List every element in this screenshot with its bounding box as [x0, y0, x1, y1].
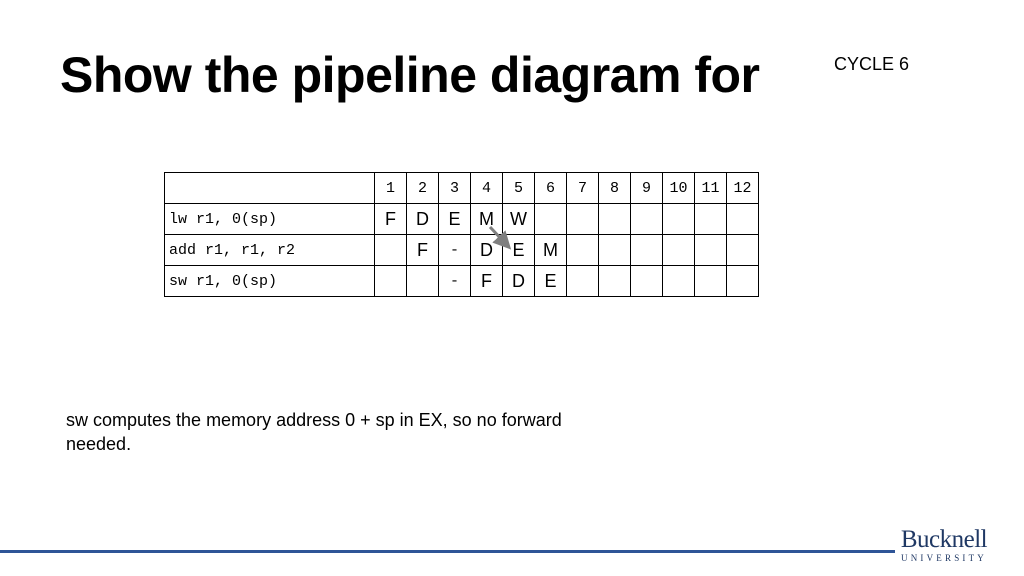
stage-cell: W: [502, 203, 535, 235]
table-row-add: add r1, r1, r2 F - D E M: [164, 234, 759, 266]
logo-subtitle: UNIVERSITY: [901, 553, 987, 563]
stage-cell: D: [502, 265, 535, 297]
slide-title: Show the pipeline diagram for: [60, 47, 760, 103]
stage-cell: [374, 234, 407, 266]
stage-cell: [662, 265, 695, 297]
stage-cell: [598, 265, 631, 297]
cycle-number-8: 8: [598, 172, 631, 204]
stage-cell: [630, 265, 663, 297]
cycle-number-6: 6: [534, 172, 567, 204]
stage-cell: [662, 234, 695, 266]
stage-cell: D: [470, 234, 503, 266]
instruction-cell: lw r1, 0(sp): [164, 203, 375, 235]
stage-cell: [534, 203, 567, 235]
stage-cell-stall: -: [438, 234, 471, 266]
explanation-note: sw computes the memory address 0 + sp in…: [66, 410, 562, 454]
logo-wordmark: Bucknell: [900, 526, 988, 553]
table-row-lw: lw r1, 0(sp) F D E M W: [164, 203, 759, 235]
stage-cell: [694, 265, 727, 297]
stage-cell: [598, 234, 631, 266]
cycle-number-11: 11: [694, 172, 727, 204]
stage-cell: [374, 265, 407, 297]
cycle-number-5: 5: [502, 172, 535, 204]
stage-cell: [726, 234, 759, 266]
stage-cell: D: [406, 203, 439, 235]
stage-cell: M: [470, 203, 503, 235]
footer-rule: [0, 550, 895, 553]
stage-cell: [726, 203, 759, 235]
stage-cell: [406, 265, 439, 297]
stage-cell: E: [534, 265, 567, 297]
stage-cell: [694, 203, 727, 235]
stage-cell: F: [406, 234, 439, 266]
cycle-number-4: 4: [470, 172, 503, 204]
instruction-cell: add r1, r1, r2: [164, 234, 375, 266]
cycle-number-12: 12: [726, 172, 759, 204]
pipeline-table: 1 2 3 4 5 6 7 8 9 10 11 12 lw r1, 0(sp) …: [164, 172, 759, 297]
cycle-number-7: 7: [566, 172, 599, 204]
stage-cell: [566, 265, 599, 297]
instruction-cell: sw r1, 0(sp): [164, 265, 375, 297]
stage-cell: F: [374, 203, 407, 235]
stage-cell: M: [534, 234, 567, 266]
stage-cell: [662, 203, 695, 235]
cycle-number-3: 3: [438, 172, 471, 204]
stage-cell: F: [470, 265, 503, 297]
stage-cell: [598, 203, 631, 235]
stage-cell: [630, 234, 663, 266]
stage-cell: [694, 234, 727, 266]
cycle-number-10: 10: [662, 172, 695, 204]
stage-cell-stall: -: [438, 265, 471, 297]
cycle-number-2: 2: [406, 172, 439, 204]
bucknell-logo: Bucknell UNIVERSITY: [896, 526, 992, 570]
stage-cell: [566, 234, 599, 266]
stage-cell: [566, 203, 599, 235]
table-row-sw: sw r1, 0(sp) - F D E: [164, 265, 759, 297]
cycle-number-9: 9: [630, 172, 663, 204]
cycle-number-1: 1: [374, 172, 407, 204]
header-cell-empty: [164, 172, 375, 204]
stage-cell: E: [502, 234, 535, 266]
stage-cell: [726, 265, 759, 297]
header-row: 1 2 3 4 5 6 7 8 9 10 11 12: [164, 172, 759, 204]
cycle-label: CYCLE 6: [834, 54, 910, 74]
stage-cell: [630, 203, 663, 235]
stage-cell: E: [438, 203, 471, 235]
